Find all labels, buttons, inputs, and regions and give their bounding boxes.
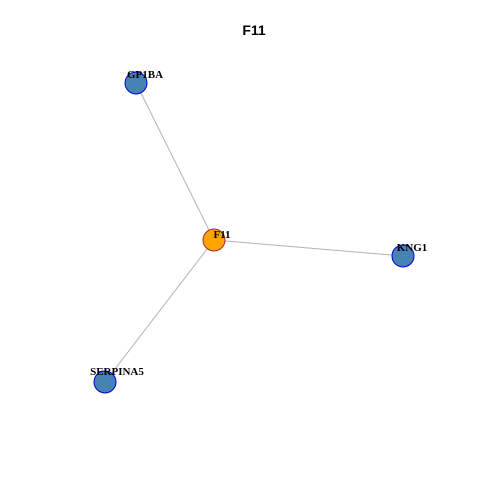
edges-group	[104, 82, 404, 383]
labels-group: GP1BA KNG1 SERPINA5 F11	[90, 69, 427, 378]
node-f11-center[interactable]	[202, 228, 226, 252]
node-kng1[interactable]	[391, 244, 415, 268]
node-gp1ba[interactable]	[124, 71, 148, 95]
node-label-gp1ba: GP1BA	[127, 69, 163, 81]
nodes-group	[93, 71, 415, 394]
edge-f11-serpina5	[104, 239, 215, 383]
edge-f11-gp1ba	[135, 82, 215, 241]
node-label-f11: F11	[213, 229, 230, 241]
node-label-kng1: KNG1	[397, 242, 428, 254]
diagram-title: F11	[242, 22, 266, 38]
node-serpina5[interactable]	[93, 370, 117, 394]
edge-f11-kng1	[213, 239, 404, 257]
node-label-serpina5: SERPINA5	[90, 366, 144, 378]
